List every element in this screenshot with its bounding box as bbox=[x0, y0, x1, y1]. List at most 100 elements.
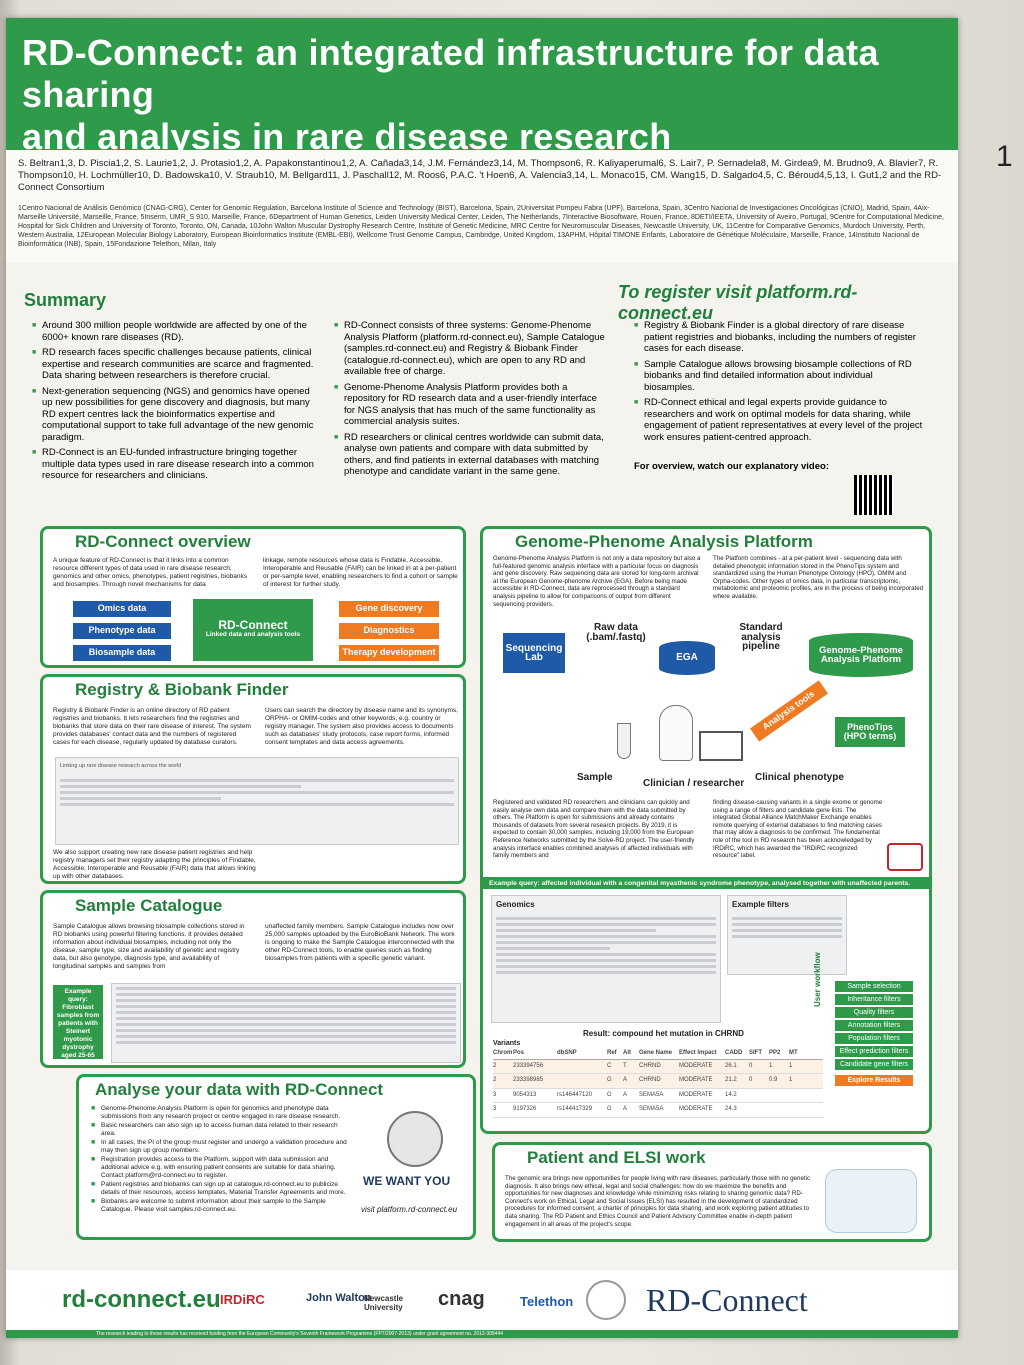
workflow-step-results: Explore Results bbox=[835, 1075, 913, 1086]
site-url[interactable]: rd-connect.eu bbox=[62, 1286, 221, 1313]
gpap-box: Genome-Phenome Analysis Platform Genome-… bbox=[480, 526, 932, 1134]
col-header: Effect Impact bbox=[679, 1050, 717, 1056]
elsi-text: The genomic era brings new opportunities… bbox=[505, 1175, 811, 1228]
summary-bullet: Around 300 million people worldwide are … bbox=[32, 320, 314, 343]
analyse-item: In all cases, the PI of the group must r… bbox=[91, 1139, 353, 1155]
patients-icon bbox=[825, 1169, 917, 1233]
registry-screenshot: Linking up rare disease research across … bbox=[55, 757, 459, 845]
col-header: Chrom bbox=[493, 1050, 513, 1056]
variant-cell: 3 bbox=[493, 1091, 497, 1098]
irdirc-badge bbox=[887, 843, 923, 871]
elsi-heading: Patient and ELSI work bbox=[527, 1148, 706, 1167]
user-workflow-label: User workflow bbox=[813, 952, 822, 1007]
col-header: PP2 bbox=[769, 1050, 781, 1056]
variants-header-row: Chrom Pos dbSNP Ref Alt Gene Name Effect… bbox=[493, 1049, 823, 1060]
funding-text: The research leading to these results ha… bbox=[96, 1331, 504, 1337]
variant-cell: CHRND bbox=[639, 1062, 661, 1069]
summary-bullet: Registry & Biobank Finder is a global di… bbox=[634, 320, 924, 355]
variant-cell: G bbox=[607, 1077, 612, 1083]
sample-example-query: Example query: Fibroblast samples from p… bbox=[53, 985, 103, 1059]
col-header: Ref bbox=[607, 1050, 617, 1056]
overview-heading: RD-Connect overview bbox=[75, 532, 251, 551]
variant-cell: MODERATE bbox=[679, 1106, 713, 1112]
summary-bullet: RD-Connect consists of three systems: Ge… bbox=[334, 320, 610, 378]
variant-cell: C bbox=[607, 1062, 612, 1069]
hub-title: RD-Connect bbox=[218, 617, 288, 632]
sample-heading: Sample Catalogue bbox=[75, 896, 223, 915]
variant-cell: rs146447120 bbox=[557, 1091, 593, 1098]
col-header: SIFT bbox=[749, 1050, 762, 1056]
sample-text-2: unaffected family members. Sample Catalo… bbox=[265, 923, 455, 962]
sequencing-lab-box: Sequencing Lab bbox=[503, 633, 565, 673]
summary-col-2: RD-Connect consists of three systems: Ge… bbox=[334, 320, 610, 482]
poster: RD-Connect: an integrated infrastructure… bbox=[6, 18, 958, 1338]
variant-cell: SEMA5A bbox=[639, 1106, 664, 1112]
summary-bullet: Next-generation sequencing (NGS) and gen… bbox=[32, 386, 314, 444]
summary-bullet: Sample Catalogue allows browsing biosamp… bbox=[634, 359, 924, 394]
workflow-steps: Sample selection Inheritance filters Qua… bbox=[835, 981, 915, 1101]
clinician-label: Clinician / researcher bbox=[643, 778, 745, 789]
registry-text-3: We also support creating new rare diseas… bbox=[53, 849, 256, 880]
telethon-logo: Telethon bbox=[520, 1294, 574, 1309]
qr-code-icon[interactable] bbox=[854, 475, 894, 515]
result-label: Result: compound het mutation in CHRND bbox=[583, 1029, 744, 1038]
summary-bullet: RD-Connect ethical and legal experts pro… bbox=[634, 397, 924, 443]
variant-cell bbox=[789, 1091, 809, 1101]
variant-cell: 0.9 bbox=[769, 1077, 778, 1083]
col-header: Pos bbox=[513, 1050, 525, 1056]
irdirc-logo: IRDiRC bbox=[220, 1292, 265, 1307]
hub-subtitle: Linked data and analysis tools bbox=[205, 631, 301, 638]
workflow-step: Sample selection bbox=[835, 981, 913, 992]
variant-cell: 1 bbox=[789, 1062, 793, 1069]
workflow-step: Inheritance filters bbox=[835, 994, 913, 1005]
variant-cell: 26.1 bbox=[725, 1062, 737, 1069]
workflow-step: Candidate gene filters bbox=[835, 1059, 913, 1070]
variant-cell: 1 bbox=[789, 1077, 793, 1083]
gpap-text-2: The Platform combines - at a per-patient… bbox=[713, 555, 924, 600]
summary-section: Summary To register visit platform.rd-co… bbox=[16, 280, 948, 520]
summary-col-1: Around 300 million people worldwide are … bbox=[32, 320, 314, 486]
affiliations: 1Centro Nacional de Análisis Genómico (C… bbox=[18, 205, 944, 248]
register-banner: To register visit platform.rd-connect.eu bbox=[618, 282, 858, 323]
poster-footer: rd-connect.eu IRDiRC John Walton Newcast… bbox=[6, 1270, 958, 1338]
we-want-you-text: WE WANT YOU bbox=[363, 1174, 451, 1188]
laptop-icon bbox=[699, 731, 743, 761]
overview-text-2: linkage, remote resources whose data is … bbox=[263, 557, 458, 588]
elsi-box: Patient and ELSI work The genomic era br… bbox=[492, 1142, 932, 1242]
variant-cell: 2 bbox=[493, 1077, 497, 1083]
variant-cell: 2 bbox=[493, 1062, 497, 1069]
variant-cell: rs144417329 bbox=[557, 1106, 593, 1112]
poster-body: Summary To register visit platform.rd-co… bbox=[16, 280, 948, 1270]
title-line-1: RD-Connect: an integrated infrastructure… bbox=[22, 32, 879, 115]
variant-cell: G bbox=[607, 1106, 612, 1112]
workflow-step: Quality filters bbox=[835, 1007, 913, 1018]
analyse-item: Biobanks are welcome to submit informati… bbox=[91, 1198, 353, 1214]
summary-bullet: RD researchers or clinical centres world… bbox=[334, 432, 610, 478]
funding-bar: The research leading to these results ha… bbox=[6, 1330, 958, 1338]
col-header: Alt bbox=[623, 1050, 631, 1056]
gpap-cylinder: Genome-Phenome Analysis Platform bbox=[809, 633, 913, 677]
workflow-step: Annotation filters bbox=[835, 1020, 913, 1031]
col-header: dbSNP bbox=[557, 1050, 577, 1056]
variant-cell: G bbox=[607, 1091, 612, 1098]
col-header: MT bbox=[789, 1050, 798, 1056]
variant-cell bbox=[557, 1062, 607, 1072]
registry-screen-title: Linking up rare disease research across … bbox=[60, 763, 182, 769]
variant-cell: 233398985 bbox=[513, 1077, 544, 1083]
filters-label: Example filters bbox=[732, 900, 789, 909]
variants-table: Chrom Pos dbSNP Ref Alt Gene Name Effect… bbox=[493, 1049, 823, 1118]
variant-cell: MODERATE bbox=[679, 1091, 713, 1098]
gpap-heading: Genome-Phenome Analysis Platform bbox=[515, 532, 813, 551]
workflow-step: Effect prediction filters bbox=[835, 1046, 913, 1057]
omics-data-box: Omics data bbox=[73, 601, 171, 617]
workflow-step: Population filters bbox=[835, 1033, 913, 1044]
variant-cell bbox=[769, 1105, 789, 1115]
variant-cell: MODERATE bbox=[679, 1062, 713, 1069]
variant-cell bbox=[749, 1091, 769, 1101]
therapy-development-box: Therapy development bbox=[339, 645, 439, 661]
registry-text-2: Users can search the directory by diseas… bbox=[265, 707, 458, 746]
